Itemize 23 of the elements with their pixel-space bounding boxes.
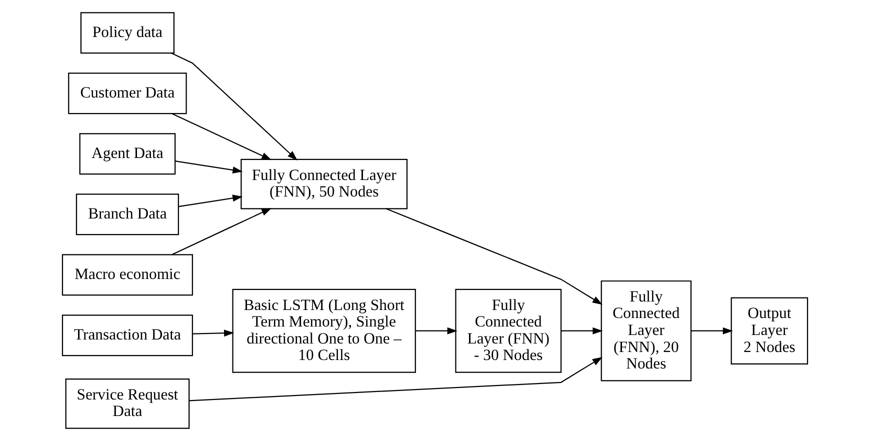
node-box: Fully Connected Layer (FNN) - 30 Nodes <box>455 288 562 373</box>
node-box: Policy data <box>80 12 175 54</box>
node-box: Transaction Data <box>62 314 193 356</box>
node-box: Fully Connected Layer (FNN), 50 Nodes <box>240 158 408 210</box>
node-box: Customer Data <box>68 72 187 114</box>
arrow <box>170 52 298 160</box>
node-box: Macro economic <box>62 254 193 296</box>
arrow <box>172 208 272 255</box>
arrow <box>192 330 234 337</box>
node-box: Output Layer 2 Nodes <box>730 297 808 364</box>
arrow <box>691 327 733 334</box>
arrow <box>189 356 603 402</box>
arrow <box>178 194 243 208</box>
arrow <box>416 327 458 334</box>
node-box: Agent Data <box>79 133 176 175</box>
arrow <box>175 160 243 174</box>
node-box: Fully Connected Layer (FNN), 20 Nodes <box>600 280 692 382</box>
arrow <box>561 327 603 334</box>
node-box: Basic LSTM (Long Short Term Memory), Single directional One to One – 10 Cells <box>232 288 416 373</box>
arrow <box>172 113 272 160</box>
node-box: Branch Data <box>76 194 179 236</box>
node-box: Service Request Data <box>65 378 190 429</box>
arrow <box>386 208 603 305</box>
